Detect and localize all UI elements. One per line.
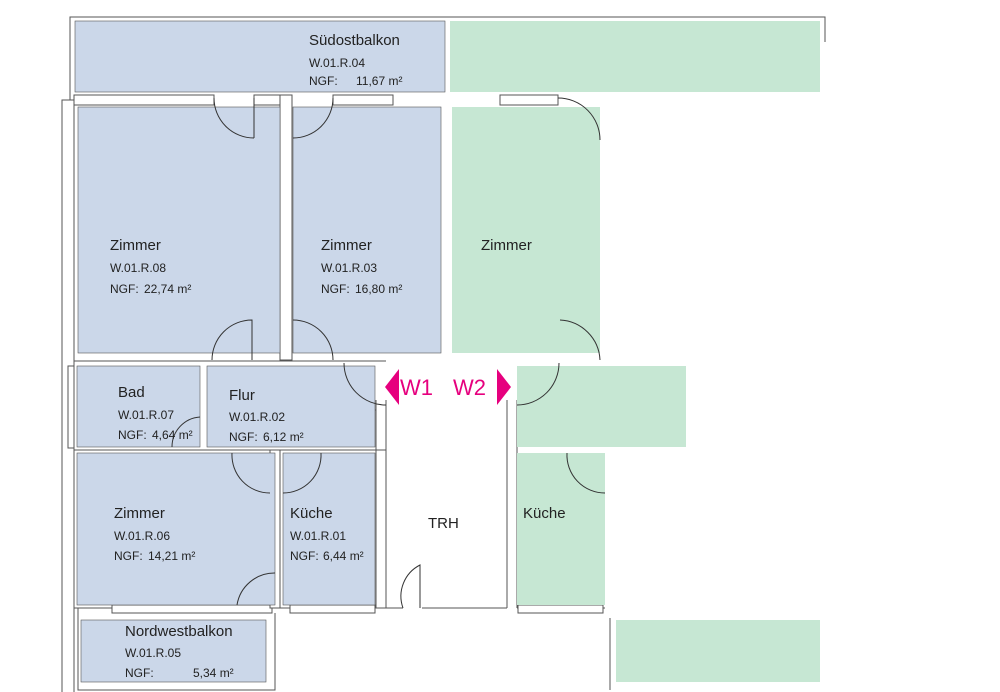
room-w2-balkon-bottom[interactable] xyxy=(616,620,820,682)
svg-text:NGF:: NGF: xyxy=(110,282,139,296)
svg-text:Nordwestbalkon: Nordwestbalkon xyxy=(125,623,233,640)
svg-text:W.01.R.06: W.01.R.06 xyxy=(114,529,170,543)
svg-text:6,12 m²: 6,12 m² xyxy=(263,430,304,444)
label-zimmer-03: Zimmer W.01.R.03 NGF: 16,80 m² xyxy=(321,237,402,296)
svg-text:NGF:: NGF: xyxy=(229,430,258,444)
svg-text:W.01.R.01: W.01.R.01 xyxy=(290,529,346,543)
svg-text:Flur: Flur xyxy=(229,387,255,404)
svg-text:NGF:: NGF: xyxy=(290,549,319,563)
svg-text:W.01.R.05: W.01.R.05 xyxy=(125,646,181,660)
svg-text:Küche: Küche xyxy=(290,505,333,522)
label-flur: Flur W.01.R.02 NGF: 6,12 m² xyxy=(229,387,304,444)
room-w2-zimmer[interactable] xyxy=(452,107,600,353)
room-kueche-01[interactable] xyxy=(282,452,376,606)
room-w2-flur[interactable] xyxy=(517,366,686,447)
svg-text:W.01.R.02: W.01.R.02 xyxy=(229,410,285,424)
svg-text:Bad: Bad xyxy=(118,384,145,401)
svg-text:Südostbalkon: Südostbalkon xyxy=(309,32,400,49)
svg-text:14,21 m²: 14,21 m² xyxy=(148,549,195,563)
arrow-right-icon xyxy=(497,369,511,405)
svg-text:W.01.R.04: W.01.R.04 xyxy=(309,56,365,70)
svg-text:W.01.R.07: W.01.R.07 xyxy=(118,408,174,422)
label-kueche-01: Küche W.01.R.01 NGF: 6,44 m² xyxy=(290,505,364,563)
room-w2-kueche[interactable] xyxy=(517,453,605,605)
svg-text:Zimmer: Zimmer xyxy=(110,237,161,254)
label-bad: Bad W.01.R.07 NGF: 4,64 m² xyxy=(118,384,193,442)
svg-text:22,74 m²: 22,74 m² xyxy=(144,282,191,296)
room-zimmer-03[interactable] xyxy=(292,106,442,354)
svg-text:NGF:: NGF: xyxy=(114,549,143,563)
svg-text:W.01.R.03: W.01.R.03 xyxy=(321,261,377,275)
svg-text:6,44 m²: 6,44 m² xyxy=(323,549,364,563)
svg-text:NGF:: NGF: xyxy=(125,666,154,680)
svg-text:5,34 m²: 5,34 m² xyxy=(193,666,234,680)
svg-text:16,80 m²: 16,80 m² xyxy=(355,282,402,296)
unit-label-w1: W1 xyxy=(400,375,433,400)
svg-text:W.01.R.08: W.01.R.08 xyxy=(110,261,166,275)
doors xyxy=(171,97,606,609)
room-zimmer-06[interactable] xyxy=(76,452,276,606)
svg-text:Zimmer: Zimmer xyxy=(321,237,372,254)
label-zimmer-08: Zimmer W.01.R.08 NGF: 22,74 m² xyxy=(110,237,191,296)
room-nordwestbalkon[interactable] xyxy=(80,619,267,683)
room-zimmer-08[interactable] xyxy=(77,106,281,354)
arrow-left-icon xyxy=(385,369,399,405)
label-suedostbalkon: Südostbalkon W.01.R.04 NGF: 11,67 m² xyxy=(309,32,402,88)
label-trh: TRH xyxy=(428,515,459,532)
label-w2-kueche: Küche xyxy=(523,505,566,522)
room-w2-balkon[interactable] xyxy=(450,21,820,92)
svg-text:NGF:: NGF: xyxy=(309,74,338,88)
room-bad[interactable] xyxy=(76,365,201,448)
svg-text:NGF:: NGF: xyxy=(321,282,350,296)
label-zimmer-06: Zimmer W.01.R.06 NGF: 14,21 m² xyxy=(114,505,195,563)
svg-text:4,64 m²: 4,64 m² xyxy=(152,428,193,442)
svg-text:11,67 m²: 11,67 m² xyxy=(356,74,402,88)
svg-text:Zimmer: Zimmer xyxy=(114,505,165,522)
room-suedostbalkon[interactable] xyxy=(74,20,446,93)
label-nordwestbalkon: Nordwestbalkon W.01.R.05 NGF: 5,34 m² xyxy=(125,623,234,680)
unit-label-w2: W2 xyxy=(453,375,486,400)
label-w2-zimmer: Zimmer xyxy=(481,237,532,254)
svg-text:NGF:: NGF: xyxy=(118,428,147,442)
